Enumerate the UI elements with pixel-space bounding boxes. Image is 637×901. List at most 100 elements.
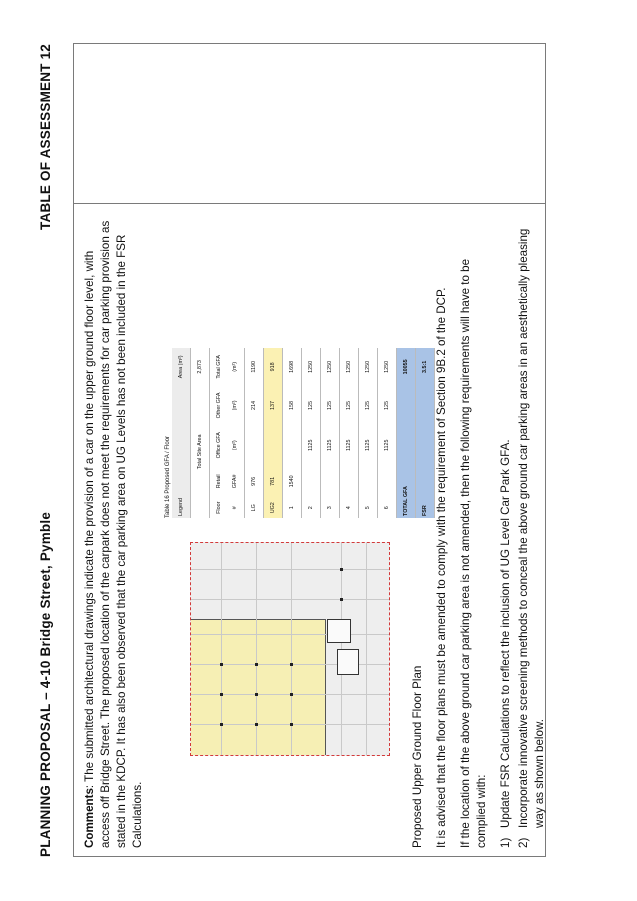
figure-area: Table 16 Proposed GFA / Floor Legend Are… bbox=[160, 218, 435, 848]
plan-caption: Proposed Upper Ground Floor Plan bbox=[411, 665, 424, 848]
plan-column bbox=[220, 663, 223, 666]
gfa-cell: 1125 bbox=[339, 425, 359, 466]
gfa-cell bbox=[263, 425, 283, 466]
gfa-fsr-label: FSR bbox=[415, 385, 435, 518]
plan-column bbox=[290, 693, 293, 696]
gfa-cell bbox=[358, 465, 378, 498]
column-divider bbox=[74, 203, 545, 204]
gfa-cell: 1125 bbox=[377, 425, 397, 466]
gfa-cell bbox=[282, 425, 302, 466]
gfa-site-area-value: 2,873 bbox=[190, 348, 210, 386]
gfa-cell: 125 bbox=[358, 385, 378, 426]
gfa-total-value: 10055 bbox=[396, 348, 416, 386]
plan-column bbox=[340, 568, 343, 571]
plan-stair-core bbox=[337, 649, 359, 675]
gfa-col-header: Retail GFA# bbox=[209, 465, 245, 498]
comments-text: : The submitted architectural drawings i… bbox=[83, 220, 144, 848]
document-header-section: TABLE OF ASSESSMENT 12 bbox=[38, 44, 53, 230]
gfa-fsr-row: FSR 3.5:1 bbox=[415, 348, 435, 518]
condition-paragraph: If the location of the above ground car … bbox=[459, 258, 488, 848]
gfa-cell bbox=[301, 465, 321, 498]
gfa-legend-row: Legend Area (m²) bbox=[172, 348, 191, 518]
gfa-legend: Legend bbox=[172, 385, 191, 518]
gfa-cell: 918 bbox=[263, 348, 283, 386]
gfa-cell: 2 bbox=[301, 497, 321, 518]
plan-column bbox=[255, 693, 258, 696]
gfa-cell: 6 bbox=[377, 497, 397, 518]
gfa-cell: 1250 bbox=[320, 348, 340, 386]
gfa-cell: 1698 bbox=[282, 348, 302, 386]
requirement-item: 1) Update FSR Calculations to reflect the… bbox=[498, 218, 514, 848]
plan-column bbox=[290, 723, 293, 726]
gfa-cell: 1540 bbox=[282, 465, 302, 498]
plan-column bbox=[340, 598, 343, 601]
gfa-cell: 781 bbox=[263, 465, 283, 498]
gfa-site-area-row: Total Site Area 2,873 bbox=[190, 348, 210, 518]
gfa-cell: 3 bbox=[320, 497, 340, 518]
gfa-cell: 1125 bbox=[358, 425, 378, 466]
plan-column bbox=[220, 693, 223, 696]
assessment-table: Comments: The submitted architectural dr… bbox=[73, 43, 546, 857]
document-header-title: PLANNING PROPOSAL – 4-10 Bridge Street, … bbox=[38, 511, 53, 857]
comments-label: Comments bbox=[83, 788, 96, 848]
gfa-cell: UG2 bbox=[263, 497, 283, 518]
gfa-cell: 1250 bbox=[358, 348, 378, 386]
assessment-content: Comments: The submitted architectural dr… bbox=[82, 218, 550, 848]
gfa-table: Legend Area (m²) Total Site Area 2,873 F… bbox=[172, 348, 435, 518]
plan-column bbox=[255, 663, 258, 666]
gfa-cell: 1125 bbox=[301, 425, 321, 466]
gfa-cell: 137 bbox=[263, 385, 283, 426]
plan-column bbox=[220, 723, 223, 726]
plan-grid-line bbox=[366, 543, 367, 755]
gfa-col-header: Total GFA (m²) bbox=[209, 348, 245, 386]
requirement-text: Update FSR Calculations to reflect the i… bbox=[499, 439, 512, 828]
gfa-total-label: TOTAL GFA bbox=[396, 385, 416, 518]
advice-paragraph: It is advised that the floor plans must … bbox=[435, 287, 448, 848]
gfa-site-area-label: Total Site Area bbox=[190, 385, 210, 518]
gfa-cell: 125 bbox=[339, 385, 359, 426]
gfa-cell: 1250 bbox=[377, 348, 397, 386]
plan-column bbox=[290, 663, 293, 666]
gfa-cell bbox=[320, 465, 340, 498]
gfa-col-header: Other GFA (m²) bbox=[209, 385, 245, 426]
plan-column bbox=[255, 723, 258, 726]
gfa-cell: 4 bbox=[339, 497, 359, 518]
gfa-cell bbox=[244, 425, 264, 466]
gfa-cell bbox=[377, 465, 397, 498]
floor-plan-gfa-area bbox=[191, 619, 326, 755]
gfa-cell bbox=[339, 465, 359, 498]
gfa-cell: 1190 bbox=[244, 348, 264, 386]
gfa-cell: 125 bbox=[320, 385, 340, 426]
gfa-cell: 1250 bbox=[301, 348, 321, 386]
gfa-cell: 976 bbox=[244, 465, 264, 498]
gfa-area-header: Area (m²) bbox=[172, 348, 191, 386]
gfa-cell: 1250 bbox=[339, 348, 359, 386]
gfa-cell: LG bbox=[244, 497, 264, 518]
gfa-col-header: Floor # bbox=[209, 497, 245, 518]
floor-plan-drawing bbox=[190, 542, 390, 756]
gfa-total-row: TOTAL GFA 10055 bbox=[396, 348, 416, 518]
gfa-header-row: Floor # Retail GFA# Office GFA (m²) Othe… bbox=[209, 348, 245, 518]
gfa-col-header: Office GFA (m²) bbox=[209, 425, 245, 466]
requirement-number: 1) bbox=[499, 837, 512, 848]
comments-paragraph: Comments: The submitted architectural dr… bbox=[82, 218, 146, 848]
plan-stair-core bbox=[327, 619, 351, 643]
gfa-cell: 125 bbox=[377, 385, 397, 426]
requirements-list: 1) Update FSR Calculations to reflect the… bbox=[498, 218, 548, 848]
gfa-cell: 125 bbox=[301, 385, 321, 426]
gfa-cell: 158 bbox=[282, 385, 302, 426]
requirement-number: 2) bbox=[517, 837, 530, 848]
requirement-text: Incorporate innovative screening methods… bbox=[517, 228, 546, 828]
gfa-cell: 1 bbox=[282, 497, 302, 518]
requirement-item: 2) Incorporate innovative screening metho… bbox=[516, 218, 548, 848]
gfa-cell: 5 bbox=[358, 497, 378, 518]
